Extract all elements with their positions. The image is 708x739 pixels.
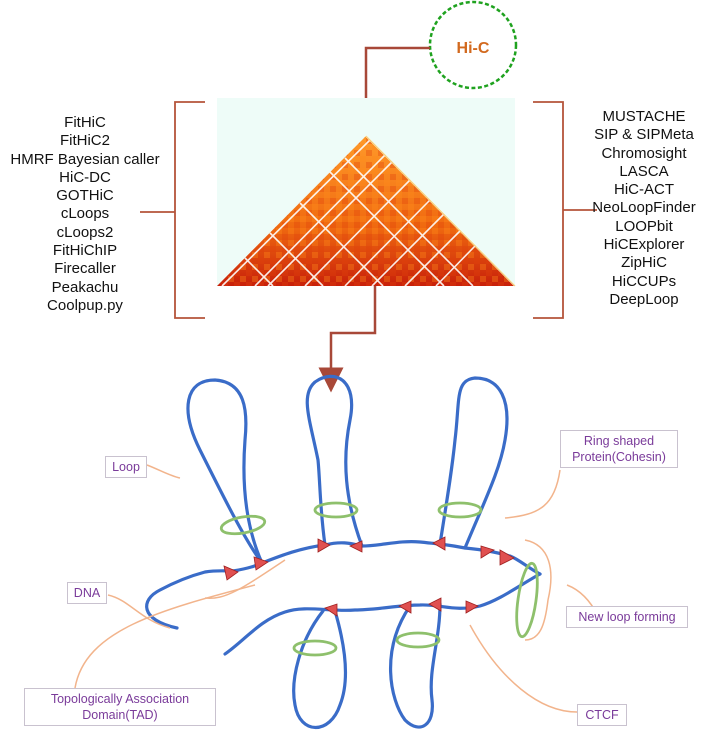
tool-name: FitHiC2 <box>59 132 110 150</box>
tool-name: HiCCUPs <box>611 272 677 290</box>
ctcf-label: CTCF <box>577 704 627 726</box>
tool-name: LASCA <box>619 162 669 180</box>
ctcf-triangle <box>223 565 239 581</box>
ctcf-triangle <box>465 600 479 614</box>
loop-label: Loop <box>105 456 147 478</box>
ctcf-triangle <box>349 540 363 553</box>
ctcf-triangle <box>324 603 338 617</box>
tool-name: HiCExplorer <box>603 236 685 254</box>
ctcf-triangle <box>253 556 269 571</box>
cohesin-ring <box>515 561 539 639</box>
hic-label: Hi-C <box>456 40 490 57</box>
tool-name: HMRF Bayesian caller <box>10 150 160 168</box>
heatmap-edge <box>365 135 516 287</box>
new-loop-label: New loop forming <box>566 606 688 628</box>
tool-name: Firecaller <box>54 260 116 278</box>
heatmap-to-diagram-arrow <box>318 286 377 393</box>
tool-name: Chromosight <box>601 144 687 162</box>
left-bracket <box>140 101 205 319</box>
cohesin-ring <box>395 631 441 649</box>
ctcf-triangle <box>428 597 442 612</box>
tool-name: FitHiChIP <box>52 242 118 260</box>
heatmap-gaps <box>221 135 516 287</box>
cohesin-label: Ring shaped Protein(Cohesin) <box>560 430 678 468</box>
tool-name: cLoops <box>60 205 110 223</box>
cohesin-ring <box>437 501 483 519</box>
tool-name: cLoops2 <box>56 223 114 241</box>
tool-name: SIP & SIPMeta <box>594 126 694 144</box>
cohesin-ring <box>292 639 338 657</box>
ctcf-triangle <box>499 549 515 566</box>
cohesin-ring <box>313 501 359 519</box>
ctcf-markers <box>223 536 515 617</box>
right-bracket <box>533 101 597 319</box>
tool-name: Peakachu <box>51 278 119 296</box>
cohesin-rings <box>219 501 539 657</box>
ctcf-triangle <box>480 545 495 559</box>
tool-name: DeepLoop <box>609 290 679 308</box>
tool-name: MUSTACHE <box>602 108 686 125</box>
cohesin-ring <box>219 514 267 536</box>
dna-label: DNA <box>67 582 107 604</box>
ctcf-triangle <box>398 600 412 614</box>
ctcf-triangle <box>317 538 331 553</box>
hic-circle <box>428 0 518 90</box>
tool-name: HiC-DC <box>59 168 111 186</box>
tad-label: Topologically Association Domain(TAD) <box>24 688 216 726</box>
tool-name: FitHiC <box>64 114 106 131</box>
tool-name: HiC-ACT <box>614 181 674 199</box>
ctcf-triangle <box>432 536 446 551</box>
callout-lines <box>74 464 599 713</box>
tool-name: GOTHiC <box>56 187 114 205</box>
tool-name: ZipHiC <box>621 254 667 272</box>
tool-name: LOOPbit <box>615 217 673 235</box>
tool-name: Coolpup.py <box>47 296 123 314</box>
tool-name: NeoLoopFinder <box>592 199 696 217</box>
